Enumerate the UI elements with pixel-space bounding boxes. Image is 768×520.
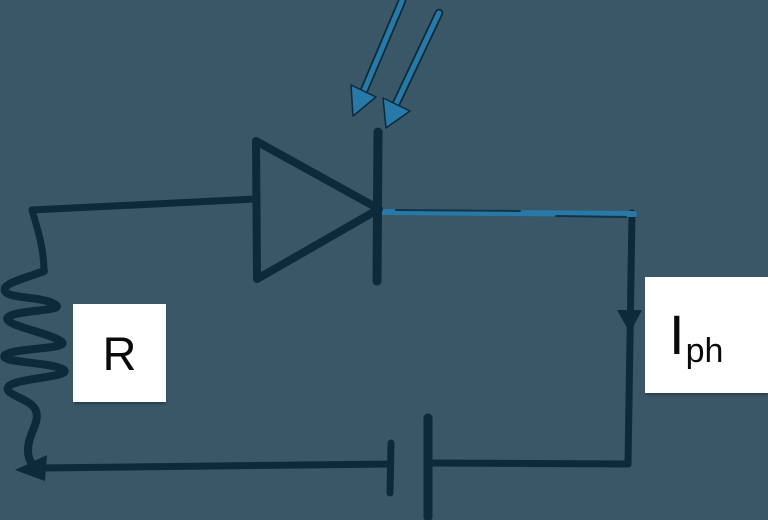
photocurrent-symbol: I xyxy=(669,303,685,366)
battery-negative-plate xyxy=(386,439,395,497)
wire-top-right-pen-stroke xyxy=(395,209,521,212)
current-arrow-down-icon xyxy=(617,310,642,333)
resistor-squiggle xyxy=(0,267,69,471)
light-ray-arrow-2 xyxy=(382,8,444,129)
wire-right-vertical xyxy=(624,209,636,468)
photodiode-triangle xyxy=(252,137,383,283)
wire-bottom-right xyxy=(424,459,632,468)
wire-top-right-pen-stroke-2 xyxy=(555,215,627,218)
photodiode-cathode-bar xyxy=(372,127,383,286)
light-ray-arrow-1 xyxy=(350,0,407,117)
resistor-label-box: R xyxy=(73,304,166,402)
wire-left-vertical xyxy=(28,206,48,275)
resistor-label: R xyxy=(102,326,137,380)
current-arrow-left-icon xyxy=(15,455,47,481)
wire-top-right xyxy=(379,209,637,217)
photocurrent-subscript: ph xyxy=(685,332,724,370)
wire-bottom-left xyxy=(36,460,394,472)
wire-top-left xyxy=(28,195,260,214)
